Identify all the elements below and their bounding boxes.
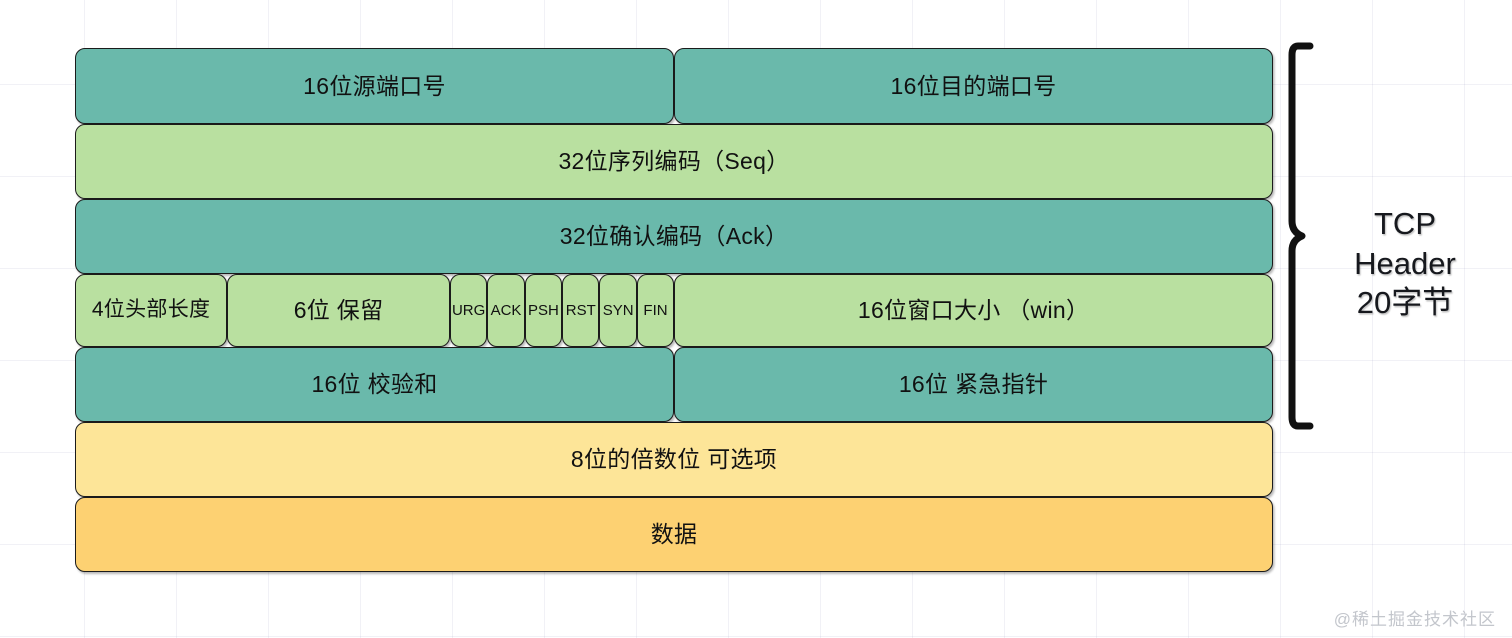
field-sequence-number: 32位序列编码（Seq） <box>75 124 1273 199</box>
table-row-checksum: 16位 校验和 16位 紧急指针 <box>75 347 1273 422</box>
table-row-options: 8位的倍数位 可选项 <box>75 422 1273 497</box>
field-window-size: 16位窗口大小 （win） <box>674 274 1273 347</box>
flag-fin: FIN <box>636 274 675 347</box>
table-row-data: 数据 <box>75 497 1273 572</box>
flag-syn: SYN <box>599 274 637 347</box>
field-source-port: 16位源端口号 <box>75 48 674 124</box>
header-span-brace <box>1288 42 1322 430</box>
header-span-label-line3: 20字节 <box>1356 285 1454 321</box>
field-header-length: 4位头部长度 <box>75 274 228 347</box>
field-acknowledgement-number: 32位确认编码（Ack） <box>75 199 1273 274</box>
watermark: @稀土掘金技术社区 <box>1333 610 1496 629</box>
flag-ack: ACK <box>487 274 525 347</box>
flag-urg: URG <box>449 274 488 347</box>
header-span-label-line1: TCP <box>1374 206 1436 241</box>
header-span-label-line2: Header <box>1354 245 1456 281</box>
flag-psh: PSH <box>524 274 563 347</box>
field-destination-port: 16位目的端口号 <box>674 48 1273 124</box>
field-reserved: 6位 保留 <box>227 274 450 347</box>
field-checksum: 16位 校验和 <box>75 347 674 422</box>
header-span-label: TCP Header 20字节 <box>1330 204 1480 323</box>
field-urgent-pointer: 16位 紧急指针 <box>674 347 1273 422</box>
table-row-sequence: 32位序列编码（Seq） <box>75 124 1273 199</box>
table-row-acknowledgement: 32位确认编码（Ack） <box>75 199 1273 274</box>
table-row-ports: 16位源端口号 16位目的端口号 <box>75 48 1273 124</box>
field-options: 8位的倍数位 可选项 <box>75 422 1273 497</box>
table-row-flags: 4位头部长度 6位 保留 URG ACK PSH RST SYN FIN 16位… <box>75 274 1273 347</box>
tcp-header-table: 16位源端口号 16位目的端口号 32位序列编码（Seq） 32位确认编码（Ac… <box>75 48 1273 572</box>
field-data: 数据 <box>75 497 1273 572</box>
flag-rst: RST <box>562 274 600 347</box>
curly-brace-icon <box>1288 42 1314 430</box>
